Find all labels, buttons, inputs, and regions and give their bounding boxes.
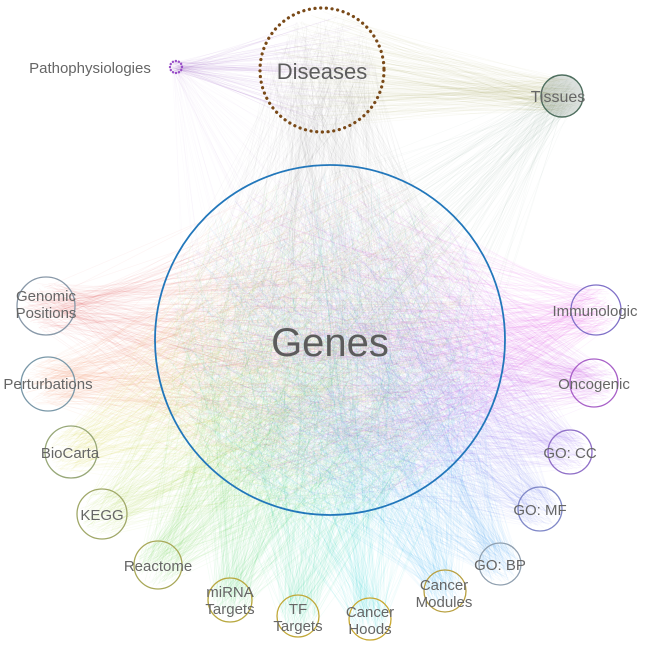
label-mirna-targets: miRNA — [206, 584, 254, 601]
label-cancer-modules: Cancer — [420, 577, 468, 594]
label-tissues: Tissues — [531, 89, 586, 106]
label-reactome: Reactome — [124, 558, 192, 575]
node-cancer-hoods[interactable] — [348, 597, 392, 641]
node-tissues[interactable] — [540, 74, 584, 118]
label-genomic-positions: Positions — [16, 305, 77, 322]
edges-genomic-positions-to-genes — [20, 175, 496, 500]
edges-mirna-targets-to-genes — [171, 179, 485, 620]
node-tf-targets[interactable] — [276, 594, 320, 638]
node-genomic-positions[interactable] — [16, 276, 76, 336]
edges-go-mf-to-genes — [161, 188, 560, 529]
label-kegg: KEGG — [80, 507, 123, 524]
node-cancer-modules[interactable] — [423, 569, 467, 613]
node-pathophysiologies[interactable] — [168, 59, 184, 75]
edges-go-bp-to-genes — [171, 183, 519, 583]
edges-tf-targets-to-genes — [173, 172, 491, 635]
label-pathophysiologies: Pathophysiologies — [29, 60, 151, 77]
edges-tissues-to-diseases — [264, 11, 581, 127]
node-go-mf[interactable] — [517, 486, 563, 532]
edges-pathophysiologies-to-genes — [170, 61, 468, 477]
node-immunologic[interactable] — [570, 284, 622, 336]
node-mirna-targets[interactable] — [207, 577, 253, 623]
edges-tissues-to-genes — [174, 77, 579, 491]
label-genes: Genes — [271, 321, 389, 365]
label-cancer-hoods: Cancer — [346, 604, 394, 621]
node-genes[interactable] — [154, 164, 506, 516]
node-go-bp[interactable] — [478, 542, 522, 586]
label-perturbations: Perturbations — [3, 376, 92, 393]
node-perturbations[interactable] — [20, 356, 76, 412]
edge-layer — [20, 11, 619, 637]
node-diseases[interactable] — [258, 6, 386, 134]
label-go-bp: GO: BP — [474, 557, 526, 574]
label-go-mf: GO: MF — [513, 502, 566, 519]
label-immunologic: Immunologic — [552, 303, 638, 320]
edges-immunologic-to-genes — [164, 179, 619, 505]
label-biocarta: BioCarta — [41, 445, 100, 462]
node-layer — [16, 6, 622, 641]
edges-go-cc-to-genes — [175, 175, 590, 500]
edges-oncogenic-to-genes — [166, 172, 616, 509]
label-tf-targets: TF — [289, 601, 307, 618]
edges-cancer-modules-to-genes — [169, 175, 499, 610]
edges-kegg-to-genes — [80, 181, 489, 536]
node-kegg[interactable] — [76, 488, 128, 540]
label-diseases: Diseases — [277, 59, 367, 84]
node-reactome[interactable] — [133, 540, 183, 590]
node-oncogenic[interactable] — [569, 358, 619, 408]
edges-reactome-to-genes — [137, 176, 494, 587]
node-biocarta[interactable] — [44, 425, 98, 479]
edges-perturbations-to-genes — [24, 180, 494, 504]
node-go-cc[interactable] — [547, 429, 593, 475]
edges-biocarta-to-genes — [47, 171, 490, 510]
label-mirna-targets: Targets — [205, 601, 254, 618]
label-oncogenic: Oncogenic — [558, 376, 630, 393]
label-cancer-modules: Modules — [416, 594, 473, 611]
label-genomic-positions: Genomic — [16, 288, 77, 305]
edges-diseases-to-genes — [161, 16, 486, 507]
label-tf-targets: Targets — [273, 618, 322, 635]
label-go-cc: GO: CC — [543, 445, 597, 462]
label-layer: Genes Diseases PathophysiologiesTissuesGen… — [3, 59, 638, 638]
label-cancer-hoods: Hoods — [348, 621, 391, 638]
